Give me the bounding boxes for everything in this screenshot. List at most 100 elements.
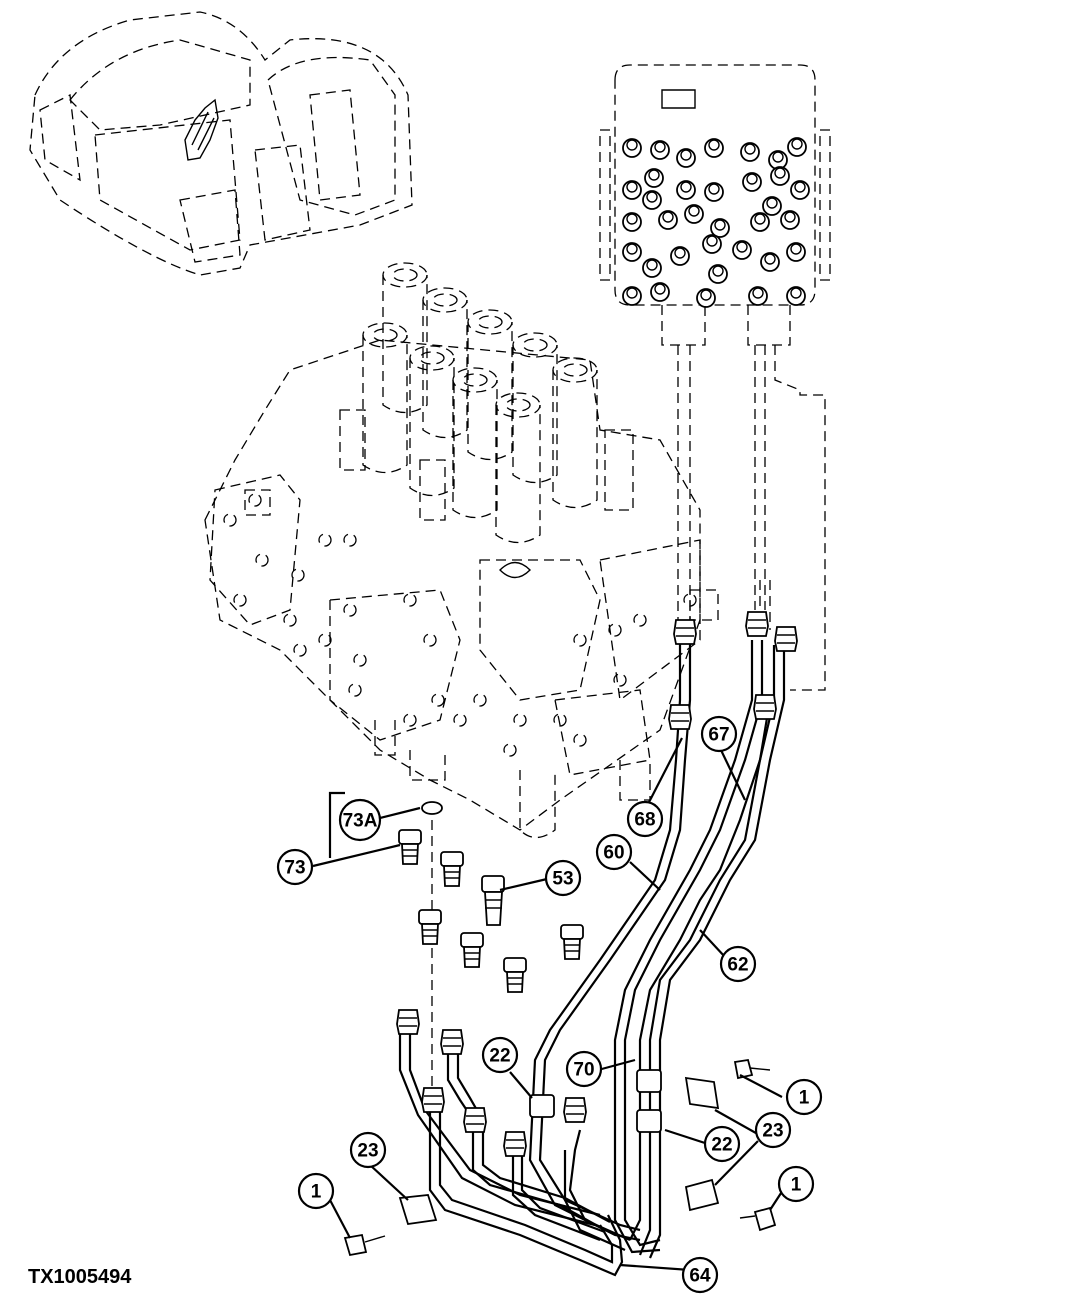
pilot-port-fitting <box>684 204 704 224</box>
svg-text:1: 1 <box>791 1175 802 1196</box>
valve-port <box>343 603 357 617</box>
valve-port <box>573 733 587 747</box>
hose-end-fitting <box>673 619 697 645</box>
callout-leaders <box>312 737 784 1272</box>
svg-text:70: 70 <box>573 1060 594 1081</box>
adapter-fitting <box>440 851 464 887</box>
hose-end-fitting <box>753 694 777 720</box>
pilot-port-fitting <box>768 150 788 170</box>
pilot-port-fitting <box>780 210 800 230</box>
callout-62: 62 <box>719 945 757 983</box>
valve-port <box>223 513 237 527</box>
svg-text:22: 22 <box>711 1135 732 1156</box>
pilot-port-fitting <box>670 246 690 266</box>
fittings <box>396 611 798 1157</box>
pilot-port-fitting <box>622 242 642 262</box>
pilot-port-fitting <box>750 212 770 232</box>
hose-end-fitting <box>463 1107 487 1133</box>
clamps-and-bolts <box>343 1058 777 1257</box>
bolt <box>733 1058 771 1080</box>
bolt <box>739 1206 777 1232</box>
valve-port <box>403 713 417 727</box>
pilot-port-fitting <box>748 286 768 306</box>
valve-port <box>248 493 262 507</box>
svg-text:73: 73 <box>284 858 305 879</box>
pilot-port-fitting <box>760 252 780 272</box>
svg-text:23: 23 <box>762 1121 783 1142</box>
hose-end-fitting <box>421 1087 445 1113</box>
clamp-bracket <box>684 1178 720 1212</box>
svg-text:53: 53 <box>552 869 573 890</box>
pilot-port-fitting <box>676 148 696 168</box>
hose-end-fitting <box>745 611 769 637</box>
pilot-port-fitting <box>732 240 752 260</box>
svg-text:62: 62 <box>727 955 748 976</box>
pilot-port-fitting <box>650 282 670 302</box>
adapter-fitting-53 <box>481 875 505 926</box>
callout-67: 67 <box>700 715 738 753</box>
pilot-port-fitting <box>704 138 724 158</box>
adapter-fitting <box>418 909 442 945</box>
callout-1-upper-right: 1 <box>785 1078 823 1116</box>
spool-tower <box>382 262 428 414</box>
svg-text:73A: 73A <box>343 811 378 832</box>
callout-22-right: 22 <box>703 1125 741 1163</box>
pilot-valve-block <box>599 64 831 691</box>
pilot-port-fitting <box>708 264 728 284</box>
pilot-port-fitting <box>642 190 662 210</box>
hose-end-fitting <box>668 704 692 730</box>
pilot-port-fitting <box>710 218 730 238</box>
pilot-port-fitting <box>622 180 642 200</box>
adapter-fitting <box>460 932 484 968</box>
valve-port <box>513 713 527 727</box>
clamp-bracket <box>398 1194 438 1225</box>
pilot-port-fitting <box>786 286 806 306</box>
valve-port <box>255 553 269 567</box>
valve-port <box>613 673 627 687</box>
pilot-port-fitting <box>622 212 642 232</box>
callout-60: 60 <box>595 833 633 871</box>
spool-tower <box>512 332 558 484</box>
pilot-port-fitting <box>704 182 724 202</box>
pilot-port-fitting <box>622 286 642 306</box>
pilot-block-fittings <box>622 137 810 308</box>
valve-port <box>633 613 647 627</box>
adapter-fitting <box>560 924 584 960</box>
valve-port <box>431 693 445 707</box>
valve-port <box>353 653 367 667</box>
valve-port <box>553 713 567 727</box>
valve-port <box>503 743 517 757</box>
svg-text:1: 1 <box>311 1182 322 1203</box>
spool-tower <box>422 287 468 439</box>
callout-1-lower-right: 1 <box>777 1165 815 1203</box>
valve-port <box>283 613 297 627</box>
valve-port <box>403 593 417 607</box>
hose-end-fitting <box>563 1097 587 1123</box>
callout-73a: 73A <box>338 798 382 842</box>
o-ring <box>421 801 443 815</box>
clamp <box>636 1109 662 1133</box>
pilot-port-fitting <box>642 258 662 278</box>
callout-22-left: 22 <box>481 1036 519 1074</box>
callout-68: 68 <box>626 800 664 838</box>
callout-73: 73 <box>276 848 314 886</box>
valve-port <box>573 633 587 647</box>
pilot-port-fitting <box>740 142 760 162</box>
pilot-port-fitting <box>676 180 696 200</box>
svg-text:1: 1 <box>799 1088 810 1109</box>
valve-port <box>291 568 305 582</box>
spool-tower <box>467 309 513 461</box>
hose-end-fitting <box>396 1009 420 1035</box>
callout-53: 53 <box>544 859 582 897</box>
clamp <box>529 1094 555 1118</box>
pilot-port-fitting <box>622 138 642 158</box>
hose-end-fitting <box>503 1131 527 1157</box>
callout-64: 64 <box>681 1256 719 1294</box>
pilot-port-fitting <box>762 196 782 216</box>
valve-port <box>318 533 332 547</box>
spool-tower <box>409 345 455 497</box>
clamp <box>636 1069 662 1093</box>
spool-tower <box>495 392 541 544</box>
